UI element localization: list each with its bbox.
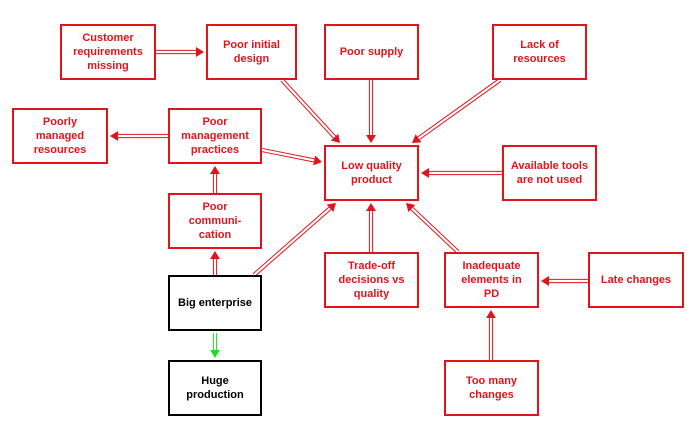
arrow-mgmt-to-low-quality: [261, 147, 322, 166]
node-line: Too many: [465, 375, 518, 387]
node-line: Inadequate: [462, 260, 521, 272]
node-line: Low quality: [341, 160, 402, 172]
arrow-inadequate-to-low-quality: [406, 203, 460, 254]
arrow-late-changes-to-inadequate: [541, 276, 588, 286]
node-line: design: [233, 53, 270, 65]
node-line: cation: [198, 229, 232, 241]
node-big-enterprise: Big enterprise: [168, 275, 262, 331]
node-line: Late changes: [600, 274, 672, 286]
node-line: are not used: [516, 174, 583, 186]
node-huge-production: Huge production: [168, 360, 262, 416]
node-lack-of-resources: Lack of resources: [492, 24, 587, 80]
arrow-mgmt-to-poorly-managed: [110, 131, 168, 141]
arrow-lack-resources-to-low-quality: [412, 78, 502, 143]
arrow-enterprise-to-huge-production: [210, 333, 220, 358]
arrow-poor-supply-to-low-quality: [366, 80, 376, 143]
node-line: changes: [469, 389, 514, 401]
arrow-enterprise-to-communication: [210, 251, 220, 275]
node-available-tools-not-used: Available tools are not used: [502, 145, 597, 201]
node-line: Customer: [82, 32, 134, 44]
node-line: elements in: [461, 274, 522, 286]
node-low-quality-product: Low quality product: [324, 145, 419, 201]
node-line: Poor: [202, 116, 228, 128]
node-poor-supply: Poor supply: [324, 24, 419, 80]
node-too-many-changes: Too many changes: [444, 360, 539, 416]
node-line: missing: [87, 60, 129, 72]
node-line: quality: [353, 288, 390, 300]
node-line: Big enterprise: [178, 297, 252, 309]
node-line: management: [181, 130, 249, 142]
arrow-tools-to-low-quality: [421, 168, 502, 178]
node-line: Poor: [202, 201, 228, 213]
node-line: resources: [513, 53, 566, 65]
node-line: Trade-off: [347, 260, 396, 272]
node-line: Poorly: [42, 116, 78, 128]
arrow-too-many-to-inadequate: [486, 310, 496, 360]
node-line: requirements: [73, 46, 143, 58]
node-line: communi-: [188, 215, 242, 227]
node-line: Poor supply: [339, 46, 404, 58]
node-customer-requirements-missing: Customer requirements missing: [60, 24, 156, 80]
node-poorly-managed-resources: Poorly managed resources: [12, 108, 108, 164]
arrow-communication-to-mgmt: [210, 166, 220, 193]
node-line: Poor initial: [223, 39, 280, 51]
arrow-initial-design-to-low-quality: [280, 78, 340, 143]
node-late-changes: Late changes: [588, 252, 684, 308]
arrow-customer-to-initial-design: [156, 47, 204, 57]
node-poor-management-practices: Poor management practices: [168, 108, 262, 164]
arrow-enterprise-to-low-quality: [252, 203, 336, 277]
node-line: production: [186, 389, 244, 401]
node-line: PD: [483, 288, 500, 300]
node-line: product: [351, 174, 392, 186]
node-line: resources: [33, 144, 87, 156]
node-line: Available tools: [510, 160, 589, 172]
arrow-tradeoff-to-low-quality: [366, 203, 376, 252]
node-line: decisions vs: [338, 274, 405, 286]
node-inadequate-elements: Inadequate elements in PD: [444, 252, 539, 308]
node-line: managed: [35, 130, 85, 142]
node-poor-communication: Poor communi-cation: [168, 193, 262, 249]
node-line: Lack of: [520, 39, 559, 51]
node-line: practices: [190, 144, 240, 156]
node-poor-initial-design: Poor initial design: [206, 24, 297, 80]
node-tradeoff-decisions: Trade-off decisions vs quality: [324, 252, 419, 308]
node-line: Huge: [201, 375, 229, 387]
